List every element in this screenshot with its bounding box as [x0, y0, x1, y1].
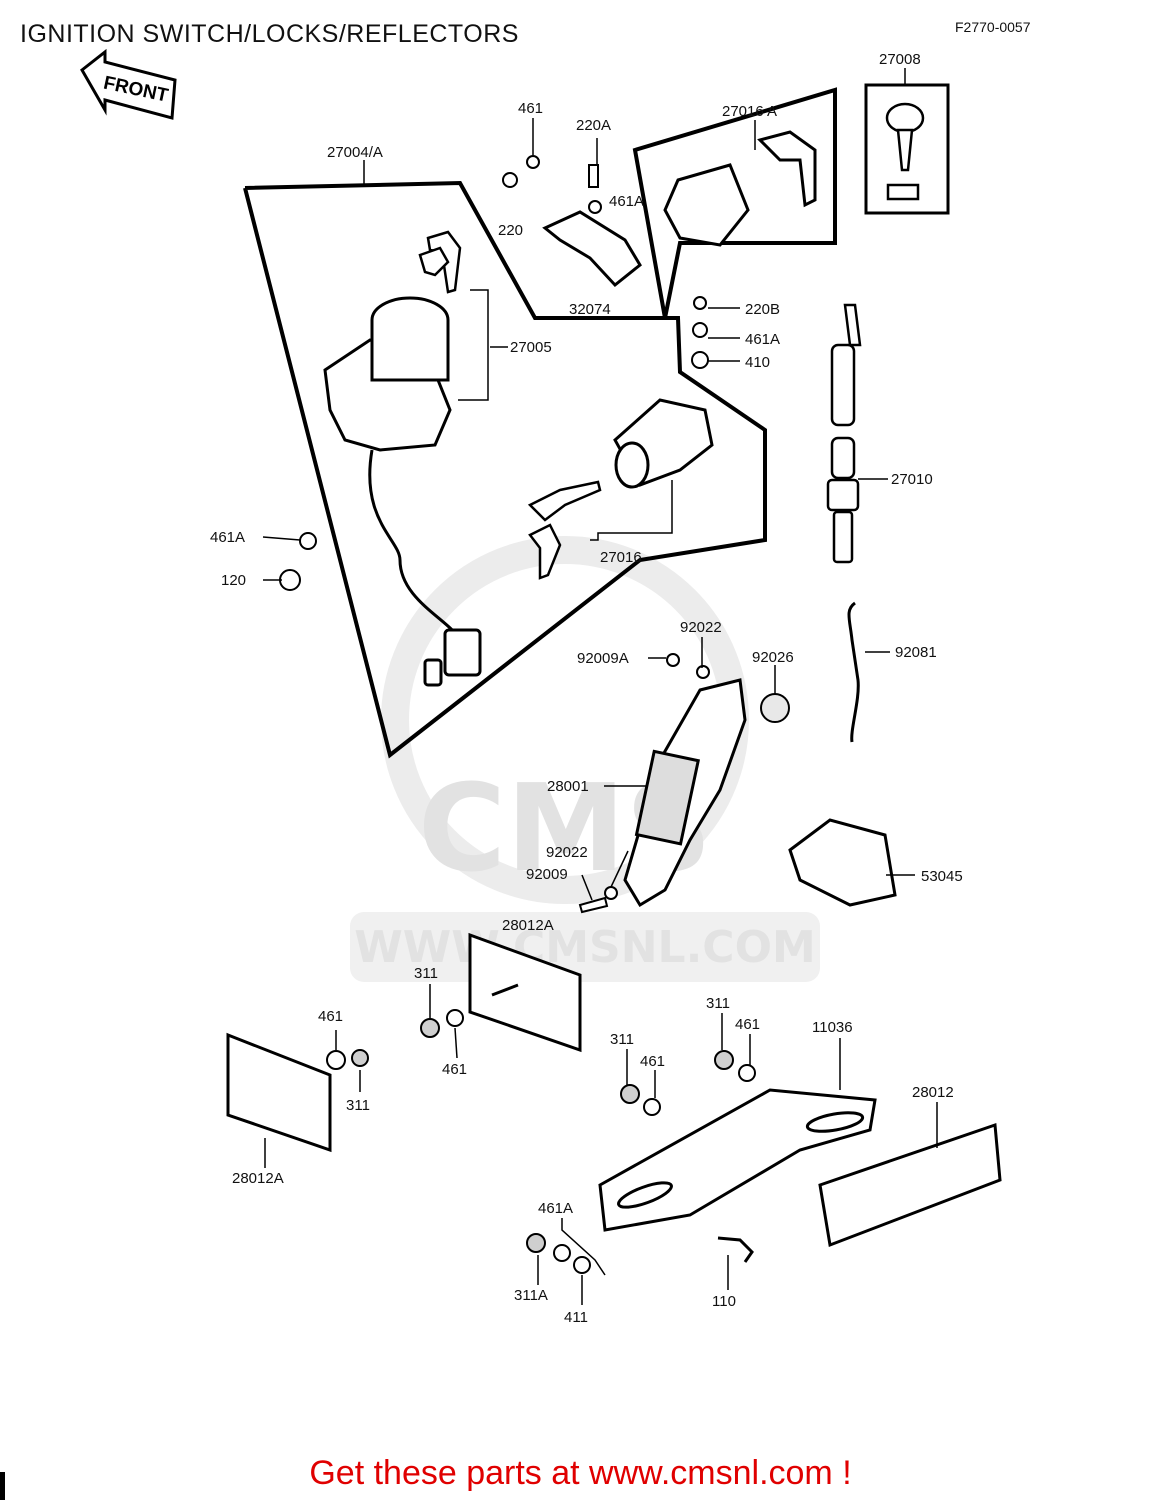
part-label-27016: 27016	[600, 549, 642, 566]
bracket-32074	[542, 210, 642, 288]
part-label-461a-low: 461A	[538, 1200, 573, 1217]
ignition-switch-27005	[323, 296, 482, 687]
key-tag-27008	[885, 102, 925, 201]
part-label-311-c: 311	[610, 1031, 634, 1048]
helmet-lock-27016a	[663, 130, 817, 247]
part-label-92022-low: 92022	[546, 844, 588, 861]
part-label-120: 120	[221, 572, 246, 589]
spring-92081	[847, 601, 860, 743]
leader-lines	[262, 68, 938, 1305]
part-label-28012a-low: 28012A	[232, 1170, 284, 1187]
group-outline-27004	[243, 87, 837, 759]
part-label-311-a: 311	[414, 965, 438, 982]
part-label-27008: 27008	[879, 51, 921, 68]
part-label-92081: 92081	[895, 644, 937, 661]
part-label-92022: 92022	[680, 619, 722, 636]
figure-code: F2770-0057	[955, 19, 1031, 35]
part-label-220b: 220B	[745, 301, 780, 318]
part-label-92009a: 92009A	[577, 650, 629, 667]
front-arrow: FRONT	[80, 48, 177, 120]
bracket-11036	[598, 1088, 877, 1232]
part-label-92009: 92009	[526, 866, 568, 883]
reflector-28012a-top	[468, 932, 582, 1053]
part-label-461-a: 461	[442, 1061, 467, 1078]
switch-53045	[788, 818, 897, 907]
part-label-11036: 11036	[812, 1019, 853, 1036]
page-title: IGNITION SWITCH/LOCKS/REFLECTORS	[20, 20, 519, 48]
part-label-220a: 220A	[576, 117, 611, 134]
reflector-28012a-low	[226, 1032, 332, 1153]
scan-corner-mark	[0, 1472, 5, 1500]
watermark: CMS WWW.CMSNL.COM	[350, 536, 820, 982]
reflector-28012	[818, 1122, 1002, 1248]
part-label-461: 461	[518, 100, 543, 117]
part-label-411: 411	[564, 1309, 588, 1326]
part-label-461-c: 461	[640, 1053, 665, 1070]
lock-27016	[613, 398, 714, 489]
ignition-keys	[418, 230, 462, 294]
part-labels: 27004/A 461 220A 461A 220 32074 27016 A …	[210, 51, 963, 1326]
part-label-461a-mid: 461A	[745, 331, 780, 348]
part-label-28012: 28012	[912, 1084, 954, 1101]
part-label-311a: 311A	[514, 1287, 548, 1304]
part-label-311-d: 311	[706, 995, 730, 1012]
part-label-27004a: 27004/A	[327, 144, 383, 161]
part-label-461-b: 461	[318, 1008, 343, 1025]
part-label-220: 220	[498, 222, 523, 239]
part-label-32074: 32074	[569, 301, 611, 318]
part-label-461-d: 461	[735, 1016, 760, 1033]
bolt-110	[717, 1236, 754, 1263]
part-label-27005: 27005	[510, 339, 552, 356]
part-label-110: 110	[712, 1293, 736, 1310]
part-label-27010: 27010	[891, 471, 933, 488]
watermark-url: WWW.CMSNL.COM	[354, 922, 816, 973]
promo-banner: Get these parts at www.cmsnl.com !	[309, 1454, 852, 1492]
part-label-92026: 92026	[752, 649, 794, 666]
part-label-28012a-top: 28012A	[502, 917, 554, 934]
part-label-410: 410	[745, 354, 770, 371]
part-label-27016a: 27016 A	[722, 103, 777, 120]
part-label-28001: 28001	[547, 778, 589, 795]
part-label-311-b: 311	[346, 1097, 370, 1114]
part-label-53045: 53045	[921, 868, 963, 885]
switch-27010	[826, 303, 862, 564]
part-label-461a-left: 461A	[210, 529, 245, 546]
fasteners	[279, 155, 790, 1274]
reflector-28001	[623, 678, 747, 908]
lock-27016-keys	[527, 480, 602, 580]
part-label-461a: 461A	[609, 193, 644, 210]
